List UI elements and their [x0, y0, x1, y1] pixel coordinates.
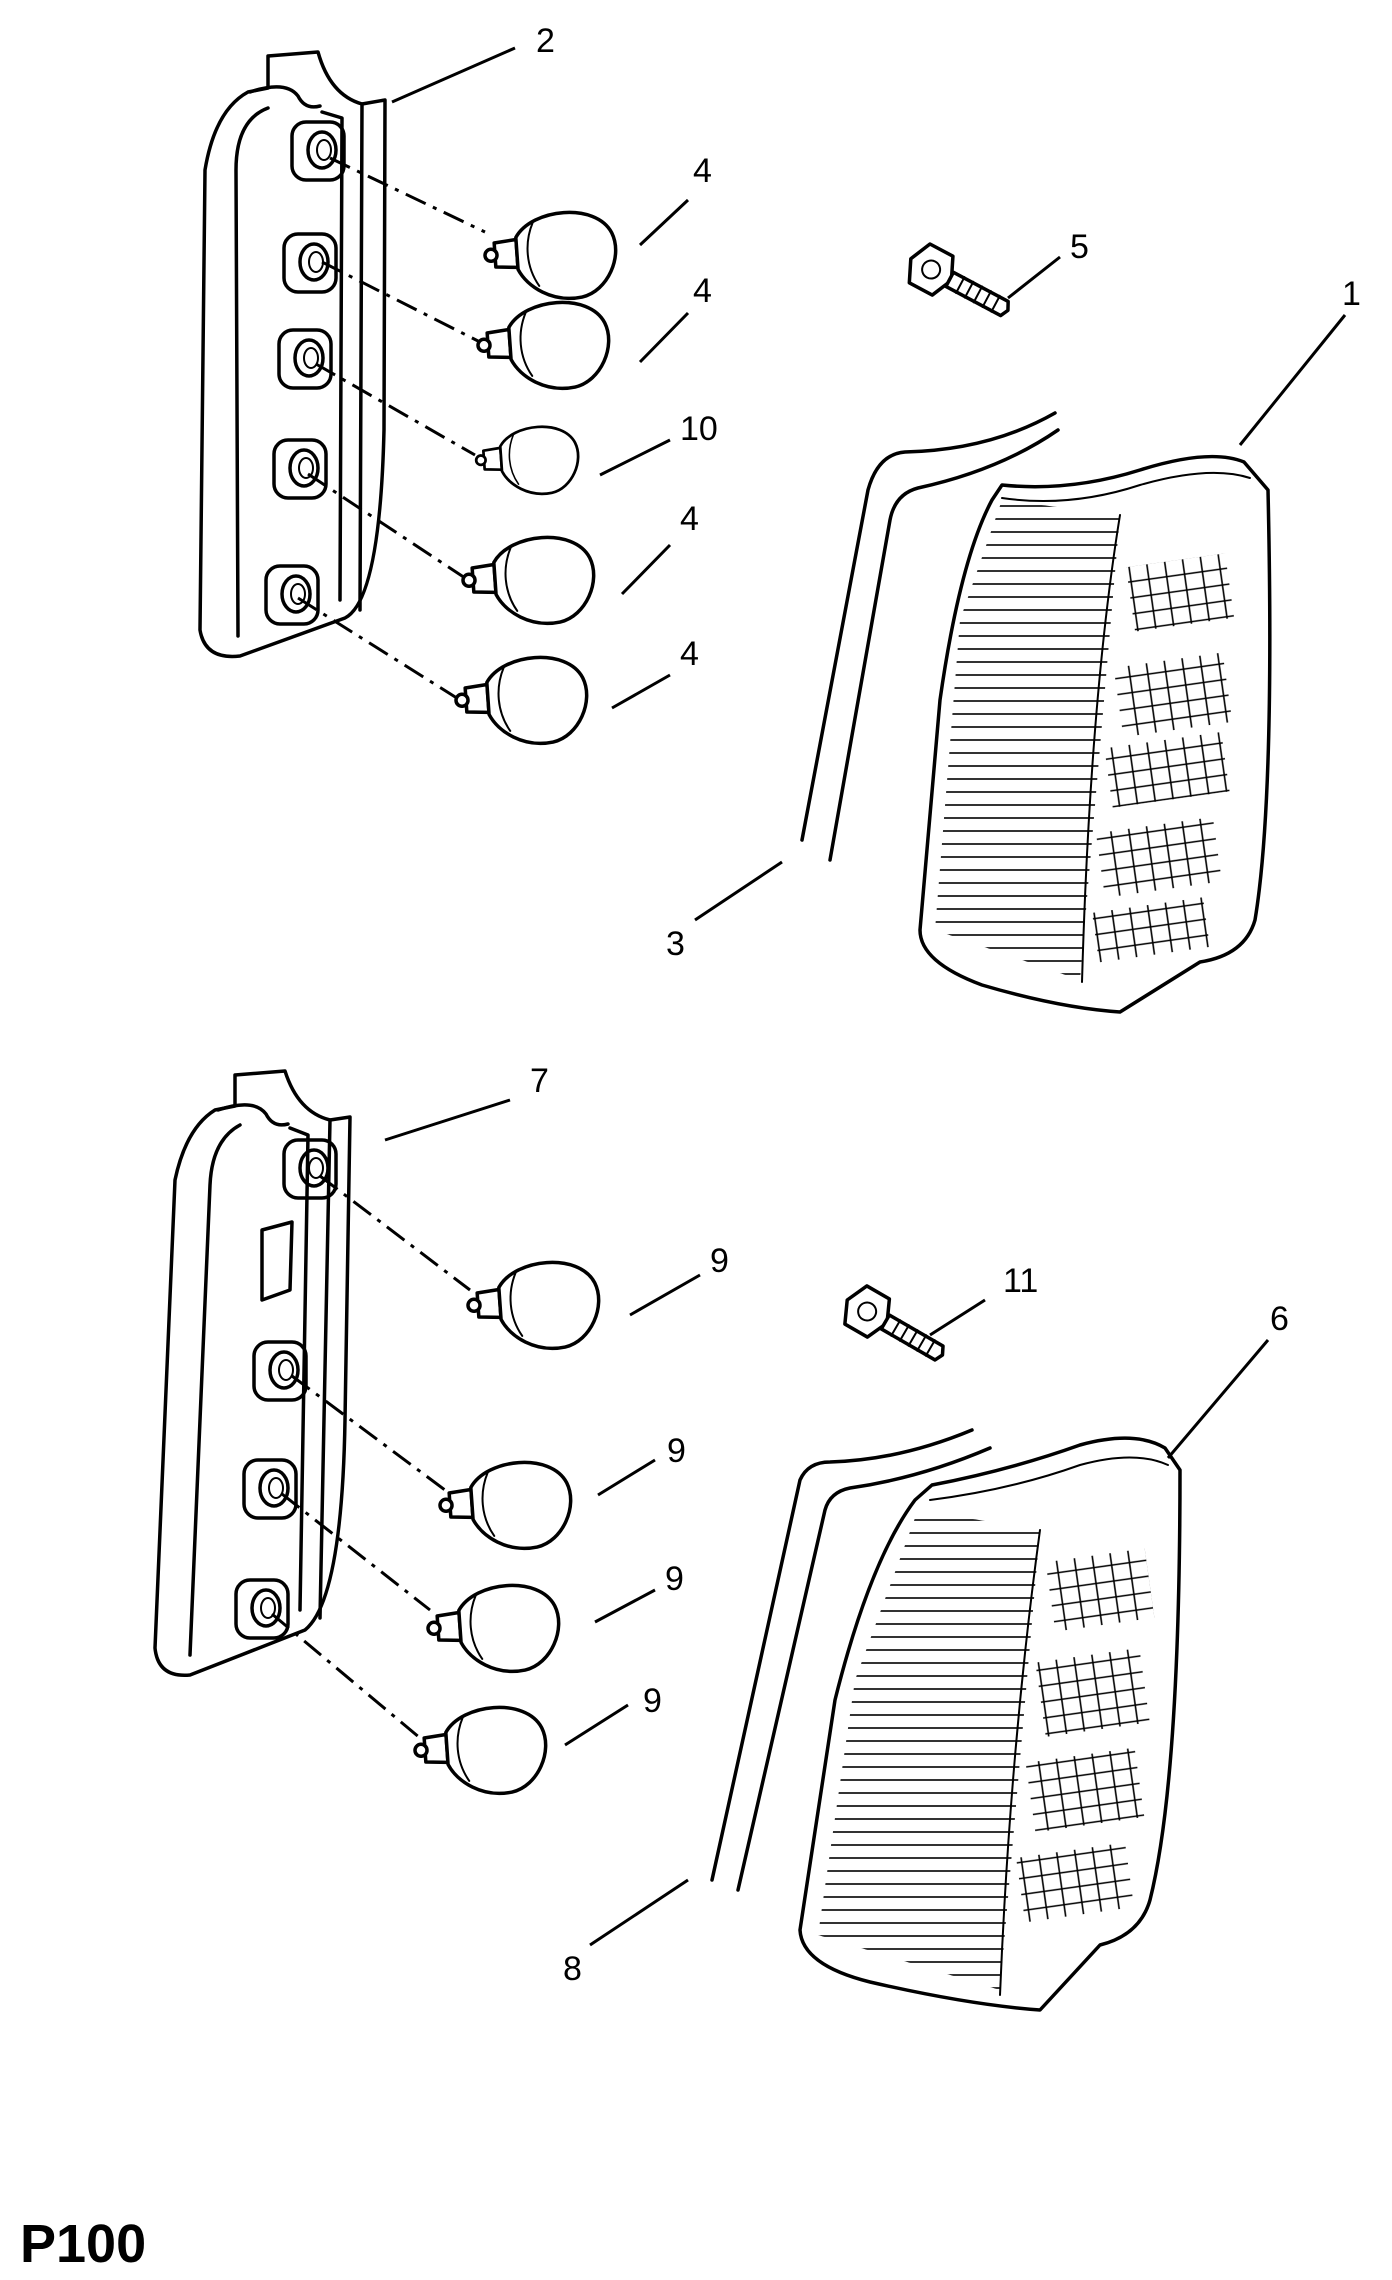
lower-tail-lamp-lens	[798, 1436, 1182, 2012]
callout-leader-lines	[384, 46, 1347, 1947]
callout-9: 9	[667, 1432, 686, 1470]
callout-2: 2	[536, 22, 555, 60]
callout-9: 9	[643, 1682, 662, 1720]
callout-3: 3	[666, 925, 685, 963]
upper-bulb-leaders	[297, 156, 486, 702]
callout-5: 5	[1070, 228, 1089, 266]
lower-bulb-leaders	[271, 1174, 471, 1740]
upper-tail-lamp-lens	[918, 454, 1272, 1014]
callout-7: 7	[530, 1062, 549, 1100]
callout-4: 4	[680, 500, 699, 538]
callout-1: 1	[1342, 275, 1361, 313]
callout-9: 9	[665, 1560, 684, 1598]
lower-screw	[834, 1279, 956, 1376]
upper-bulbs	[451, 207, 621, 751]
callout-9: 9	[710, 1242, 729, 1280]
page-code: P100	[20, 2214, 146, 2274]
callout-4: 4	[693, 272, 712, 310]
upper-bulb-holder	[198, 50, 387, 659]
lower-bulb-holder	[153, 1069, 352, 1677]
callout-8: 8	[563, 1950, 582, 1988]
callout-4: 4	[693, 152, 712, 190]
lower-seal	[710, 1428, 992, 1892]
callout-4: 4	[680, 635, 699, 673]
callout-10: 10	[680, 410, 718, 448]
upper-screw	[898, 237, 1021, 332]
callout-labels: 2 4 4 10 4 4 5 1 3 7 9 11 6 9 9 9 8	[530, 22, 1361, 1988]
upper-seal	[800, 411, 1060, 862]
callout-6: 6	[1270, 1300, 1289, 1338]
lower-bulbs	[410, 1257, 604, 1801]
callout-11: 11	[1003, 1262, 1038, 1300]
